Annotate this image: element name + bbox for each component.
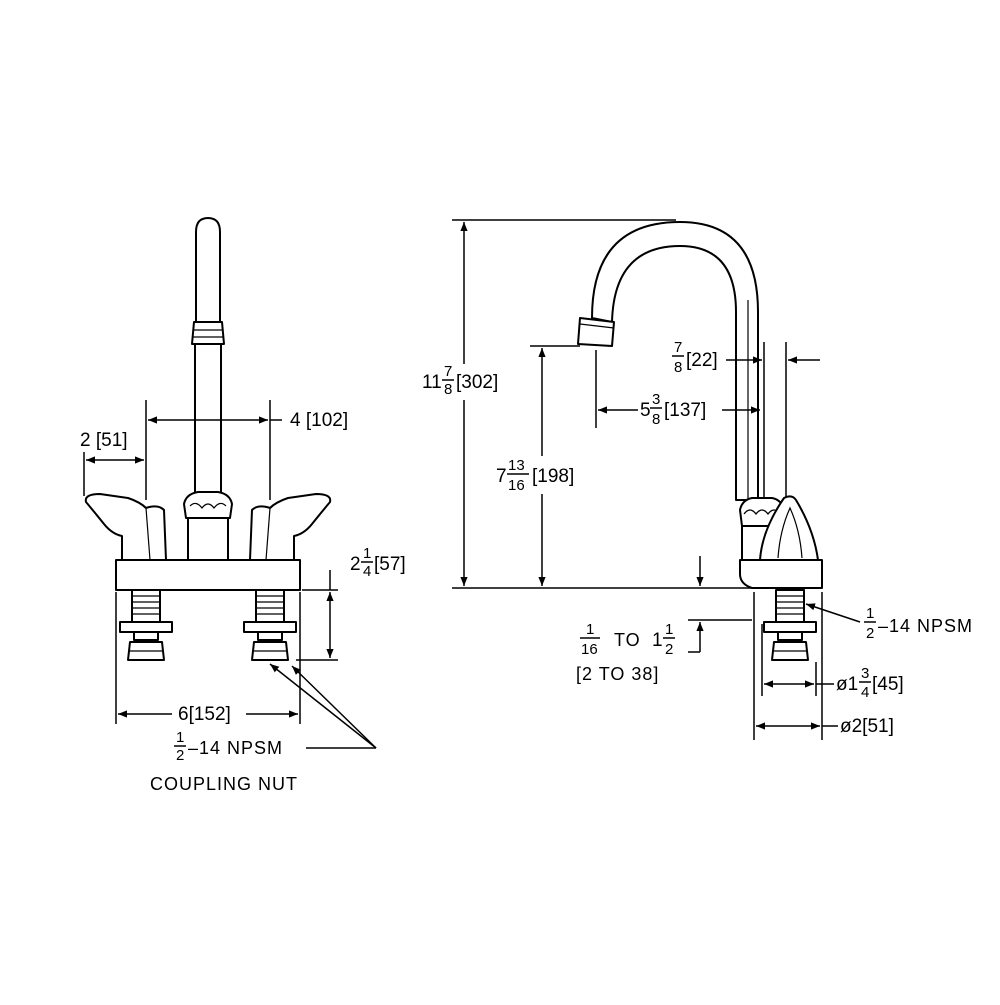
dim-deck-height-metric: [57]: [374, 554, 406, 575]
coupling-thread-num: 1: [176, 729, 184, 746]
callout-side-thread: 1 2 –14 NPSM: [805, 603, 973, 642]
dim-overall-width-label: 6[152]: [178, 704, 231, 725]
dim-reach-whole: 5: [640, 400, 651, 421]
mount-min-num: 1: [586, 621, 594, 638]
side-view: 11 7 8 [302] 7 13 16 [198] 7 8 [22]: [422, 219, 973, 740]
front-spout: [175, 217, 241, 585]
dim-overall-height: 11 7 8 [302]: [422, 219, 676, 586]
dim-tube-metric: [22]: [686, 350, 718, 371]
dim-center-spacing-label: 4 [102]: [290, 410, 348, 431]
mount-max-num: 1: [665, 621, 673, 638]
side-thread-spec: –14 NPSM: [878, 616, 973, 636]
dim-spout-height-whole: 7: [496, 466, 507, 487]
dim-base-diameter-label: ø2[51]: [840, 716, 894, 737]
dim-reach-num: 3: [652, 391, 660, 408]
dim-mounting-thickness: 1 16 TO 1 1 2 [2 TO 38]: [576, 556, 752, 684]
dim-spout-height-num: 13: [508, 457, 525, 474]
side-thread-num: 1: [866, 605, 874, 622]
coupling-thread-den: 2: [176, 747, 184, 764]
dim-shank-num: 3: [861, 665, 869, 682]
mount-max-den: 2: [665, 641, 673, 658]
front-right-shank: [243, 589, 297, 661]
dim-overall-height-metric: [302]: [456, 372, 498, 393]
dim-tube-diameter: 7 8 [22]: [672, 339, 820, 498]
dim-spout-height-metric: [198]: [532, 466, 574, 487]
dim-spout-height-den: 16: [508, 477, 525, 494]
front-left-handle: [84, 493, 167, 561]
front-right-handle: [249, 493, 332, 561]
dim-handle-offset: 2 [51]: [80, 430, 144, 496]
front-left-shank: [119, 589, 173, 661]
dim-spout-height: 7 13 16 [198]: [496, 345, 580, 586]
mount-metric: [2 TO 38]: [576, 664, 659, 684]
dim-shank-metric: [45]: [872, 674, 904, 695]
dim-overall-height-whole: 11: [422, 372, 442, 393]
dim-tube-den: 8: [674, 359, 682, 376]
dim-shank-den: 4: [861, 684, 869, 701]
mount-to-word: TO: [614, 630, 641, 650]
dim-deck-height-whole: 2: [350, 554, 361, 575]
coupling-thread-spec: –14 NPSM: [188, 738, 283, 758]
dim-center-spacing: 4 [102]: [145, 400, 348, 500]
dim-base-diameter: ø2[51]: [753, 592, 894, 740]
front-view: 4 [102] 2 [51] 2 1 4 [57] 6[152]: [80, 217, 406, 794]
side-shank: [763, 589, 817, 661]
callout-coupling-nut: 1 2 –14 NPSM COUPLING NUT: [150, 663, 377, 794]
dim-overall-height-num: 7: [444, 363, 452, 380]
dim-deck-height: 2 1 4 [57]: [296, 545, 406, 661]
dim-tube-num: 7: [674, 339, 682, 356]
front-deck-body: [115, 559, 301, 591]
dim-spout-reach: 5 3 8 [137]: [595, 350, 760, 428]
dim-reach-metric: [137]: [664, 400, 706, 421]
dim-handle-offset-label: 2 [51]: [80, 430, 128, 451]
dim-deck-height-den: 4: [363, 563, 371, 580]
mount-max-whole: 1: [652, 630, 663, 651]
dim-shank-prefix: ø1: [836, 674, 858, 695]
dim-deck-height-num: 1: [363, 545, 371, 562]
dim-shank-diameter: ø1 3 4 [45]: [761, 624, 904, 701]
dim-overall-width: 6[152]: [115, 592, 301, 725]
side-body-base: [739, 559, 823, 589]
dim-reach-den: 8: [652, 411, 660, 428]
side-handle: [759, 495, 819, 561]
mount-min-den: 16: [581, 641, 598, 658]
side-thread-den: 2: [866, 625, 874, 642]
coupling-nut-label: COUPLING NUT: [150, 774, 298, 794]
side-gooseneck-spout: [577, 221, 785, 563]
dim-overall-height-den: 8: [444, 381, 452, 398]
